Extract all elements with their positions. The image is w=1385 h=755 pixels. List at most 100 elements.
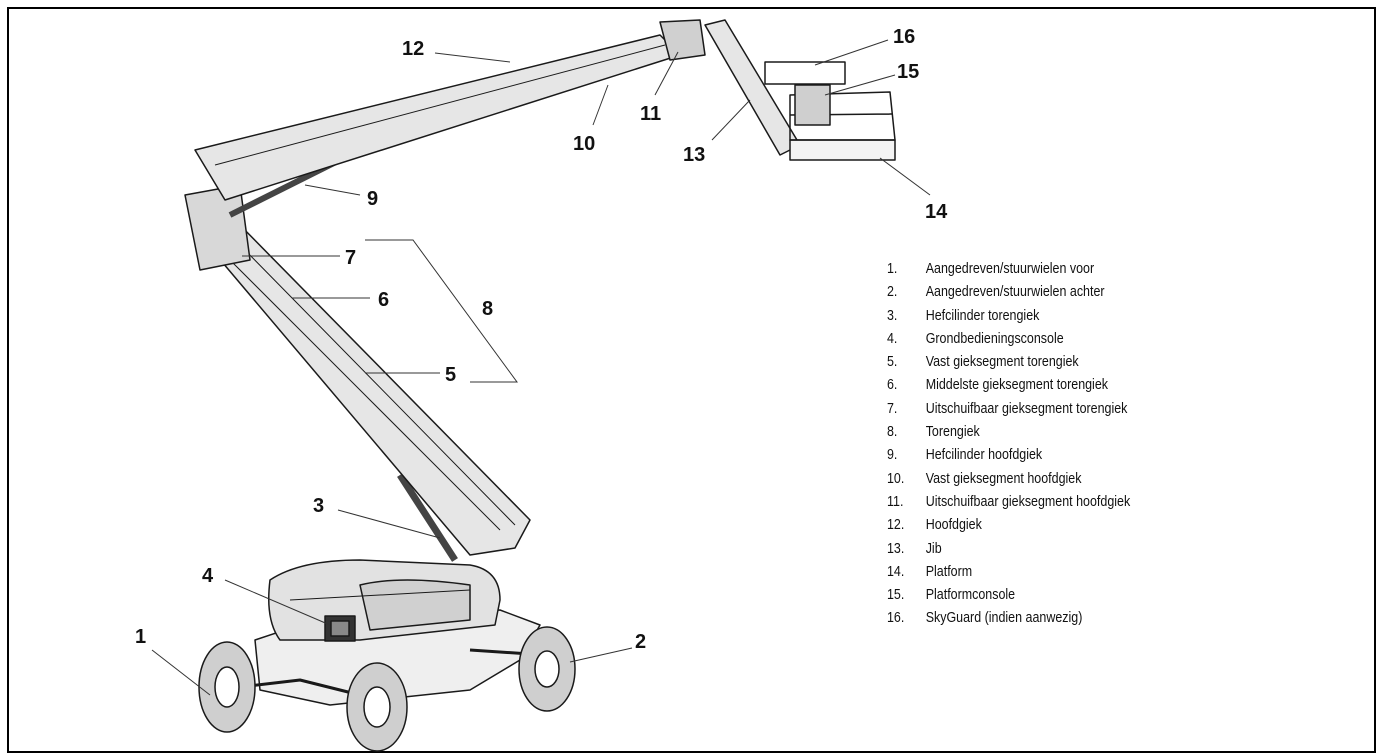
legend-number: 12. (887, 517, 905, 534)
callout-3: 3 (313, 495, 324, 517)
leader-9 (304, 184, 361, 196)
legend-item: 2. Aangedreven/stuurwielen achter (887, 281, 1130, 304)
legend-item: 14. Platform (887, 561, 1130, 584)
legend-item: 9. Hefcilinder hoofdgiek (887, 444, 1130, 467)
callout-1: 1 (135, 626, 146, 648)
leader-1 (151, 649, 211, 696)
legend-number: 16. (887, 610, 905, 627)
callout-4: 4 (202, 565, 214, 587)
main-boom-line (214, 44, 666, 166)
legend-item: 3. Hefcilinder torengiek (887, 305, 1130, 328)
parts-legend: 1. Aangedreven/stuurwielen voor 2. Aangedr… (887, 258, 1130, 631)
leader-2 (569, 647, 633, 663)
wheel-front-left-hub (214, 666, 240, 708)
legend-item: 8. Torengiek (887, 421, 1130, 444)
legend-text: Uitschuifbaar gieksegment hoofdgiek (925, 493, 1131, 510)
legend-text: Uitschuifbaar gieksegment torengiek (925, 400, 1128, 417)
legend-item: 7. Uitschuifbaar gieksegment torengiek (887, 398, 1130, 421)
callout-7: 7 (345, 247, 356, 269)
legend-text: Jib (925, 540, 942, 557)
callout-15: 15 (897, 61, 919, 83)
leader-8 (365, 239, 518, 383)
leader-11 (654, 51, 679, 96)
callout-2: 2 (635, 631, 646, 653)
legend-text: Grondbedieningsconsole (925, 330, 1064, 347)
legend-text: Platformconsole (925, 587, 1016, 604)
legend-item: 12. Hoofdgiek (887, 514, 1130, 537)
legend-number: 10. (887, 470, 905, 487)
wheels (198, 626, 576, 752)
legend-number: 13. (887, 540, 905, 557)
legend-number: 6. (887, 377, 898, 394)
platform-floor (789, 139, 896, 161)
callout-9: 9 (367, 188, 378, 210)
leader-lines (151, 39, 931, 696)
legend-text: Aangedreven/stuurwielen voor (925, 261, 1095, 277)
leader-3 (337, 509, 441, 539)
callout-5: 5 (445, 364, 456, 386)
callout-11: 11 (640, 103, 661, 125)
legend-item: 15. Platformconsole (887, 584, 1130, 607)
legend-number: 2. (887, 284, 898, 301)
main-boom-head (659, 19, 706, 61)
tower-boom-knuckle (184, 184, 251, 271)
legend-item: 1. Aangedreven/stuurwielen voor (887, 258, 1130, 281)
legend-number: 11. (887, 493, 904, 510)
legend-item: 16. SkyGuard (indien aanwezig) (887, 607, 1130, 630)
leader-15 (824, 74, 896, 96)
legend-text: Hefcilinder hoofdgiek (925, 447, 1043, 464)
legend-text: Hoofdgiek (925, 517, 982, 534)
tower-boom (194, 219, 531, 556)
legend-text: Aangedreven/stuurwielen achter (925, 284, 1105, 301)
legend-number: 4. (887, 330, 898, 347)
leader-4 (224, 579, 331, 626)
legend-text: Hefcilinder torengiek (925, 307, 1040, 324)
callout-14: 14 (925, 201, 948, 223)
callout-10: 10 (573, 133, 595, 155)
platform-console-body (794, 84, 831, 126)
legend-number: 9. (887, 447, 898, 464)
callout-13: 13 (683, 144, 705, 166)
legend-number: 14. (887, 563, 905, 580)
legend-text: SkyGuard (indien aanwezig) (925, 610, 1083, 627)
legend-text: Vast gieksegment torengiek (925, 354, 1079, 371)
legend-text: Vast gieksegment hoofdgiek (925, 470, 1082, 487)
legend-item: 5. Vast gieksegment torengiek (887, 351, 1130, 374)
skyguard-bar (764, 61, 846, 85)
legend-number: 5. (887, 354, 898, 371)
wheel-rear-right-hub (534, 650, 560, 688)
legend-number: 1. (887, 261, 898, 277)
turntable-counterweight (359, 579, 471, 631)
legend-number: 15. (887, 587, 905, 604)
legend-item: 4. Grondbedieningsconsole (887, 328, 1130, 351)
jib-arm (704, 19, 801, 156)
leader-10 (592, 84, 609, 126)
leader-14 (879, 157, 931, 196)
wheel-front-right-hub (363, 686, 391, 728)
callout-8: 8 (482, 298, 493, 320)
leader-16 (814, 39, 889, 66)
leader-13 (711, 99, 751, 141)
callout-12: 12 (402, 38, 424, 60)
legend-number: 7. (887, 400, 898, 417)
ground-control-screen (330, 620, 350, 637)
figure-frame (7, 7, 1376, 753)
callout-6: 6 (378, 289, 389, 311)
legend-text: Platform (925, 563, 973, 580)
turntable-cover-line (289, 589, 471, 601)
tower-boom-inner-line (239, 244, 516, 526)
legend-number: 8. (887, 424, 898, 441)
leader-12 (434, 52, 511, 63)
tower-boom-mid-line (224, 254, 501, 531)
legend-text: Middelste gieksegment torengiek (925, 377, 1109, 394)
legend-item: 10. Vast gieksegment hoofdgiek (887, 468, 1130, 491)
legend-text: Torengiek (925, 424, 980, 441)
legend-item: 6. Middelste gieksegment torengiek (887, 374, 1130, 397)
callout-16: 16 (893, 26, 915, 48)
tower-lift-cylinder (397, 473, 458, 562)
callout-numbers: 1 2 3 4 5 6 7 8 9 10 11 12 13 14 15 16 (135, 26, 948, 653)
legend-number: 3. (887, 307, 898, 324)
main-boom (194, 34, 681, 201)
legend-item: 11. Uitschuifbaar gieksegment hoofdgiek (887, 491, 1130, 514)
